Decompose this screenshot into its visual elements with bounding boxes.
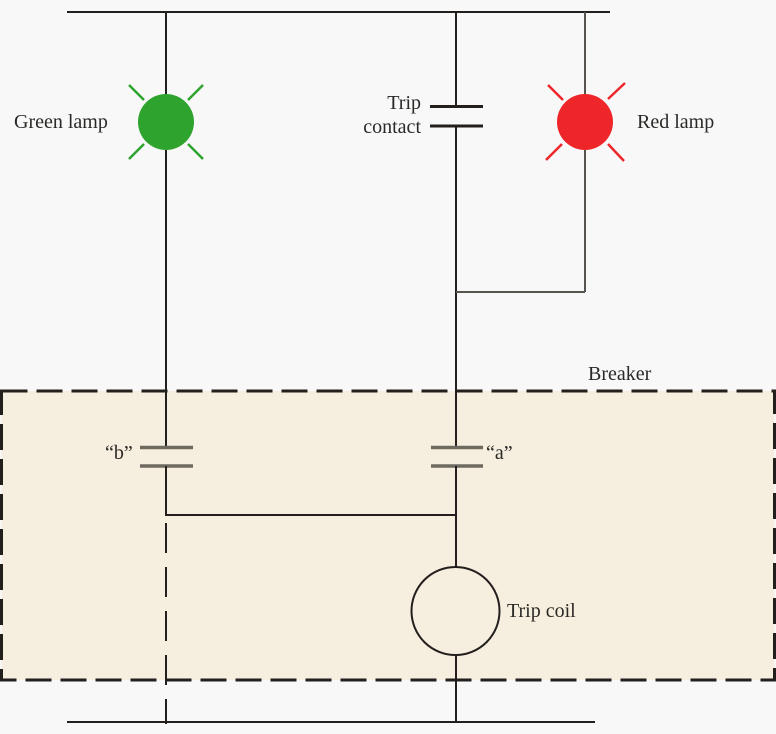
red-lamp-label: Red lamp [637, 111, 715, 133]
red-ray-sw [545, 143, 563, 161]
breaker-box [0, 389, 776, 682]
green-ray-ne [187, 84, 204, 101]
trip-coil-label: Trip coil [507, 600, 576, 622]
green-lamp-label: Green lamp [14, 111, 108, 133]
red-ray-ne [607, 82, 626, 100]
trip-contact-label: Trip contact [330, 91, 421, 139]
contact-b-label: “b” [105, 442, 133, 464]
green-lamp [138, 94, 194, 150]
green-lamp-rays [128, 84, 204, 160]
trip-contact-label-line1: Trip [387, 92, 421, 114]
trip-contact-label-line2: contact [363, 116, 421, 138]
red-lamp [557, 94, 613, 150]
contact-a-label: “a” [486, 442, 513, 464]
trip-contact-symbol [430, 105, 483, 128]
green-ray-nw [128, 84, 145, 101]
red-ray-nw [547, 84, 564, 101]
red-lamp-rays [545, 82, 626, 162]
green-ray-sw [128, 143, 145, 160]
breaker-label: Breaker [588, 363, 652, 385]
green-ray-se [187, 143, 204, 160]
red-ray-se [607, 143, 625, 162]
